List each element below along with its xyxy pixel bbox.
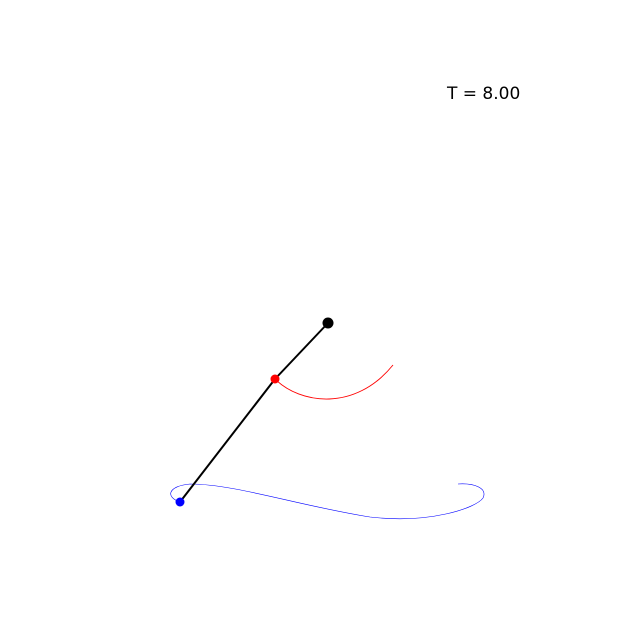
pivot-point [322, 317, 334, 329]
bob-1 [270, 374, 280, 384]
trail-bob-2 [170, 483, 485, 520]
rod-lower [179, 378, 276, 503]
bob-2 [175, 497, 185, 507]
trail-bob-1 [274, 364, 394, 400]
time-readout: T = 8.00 [447, 84, 521, 104]
rod-upper [274, 322, 329, 380]
